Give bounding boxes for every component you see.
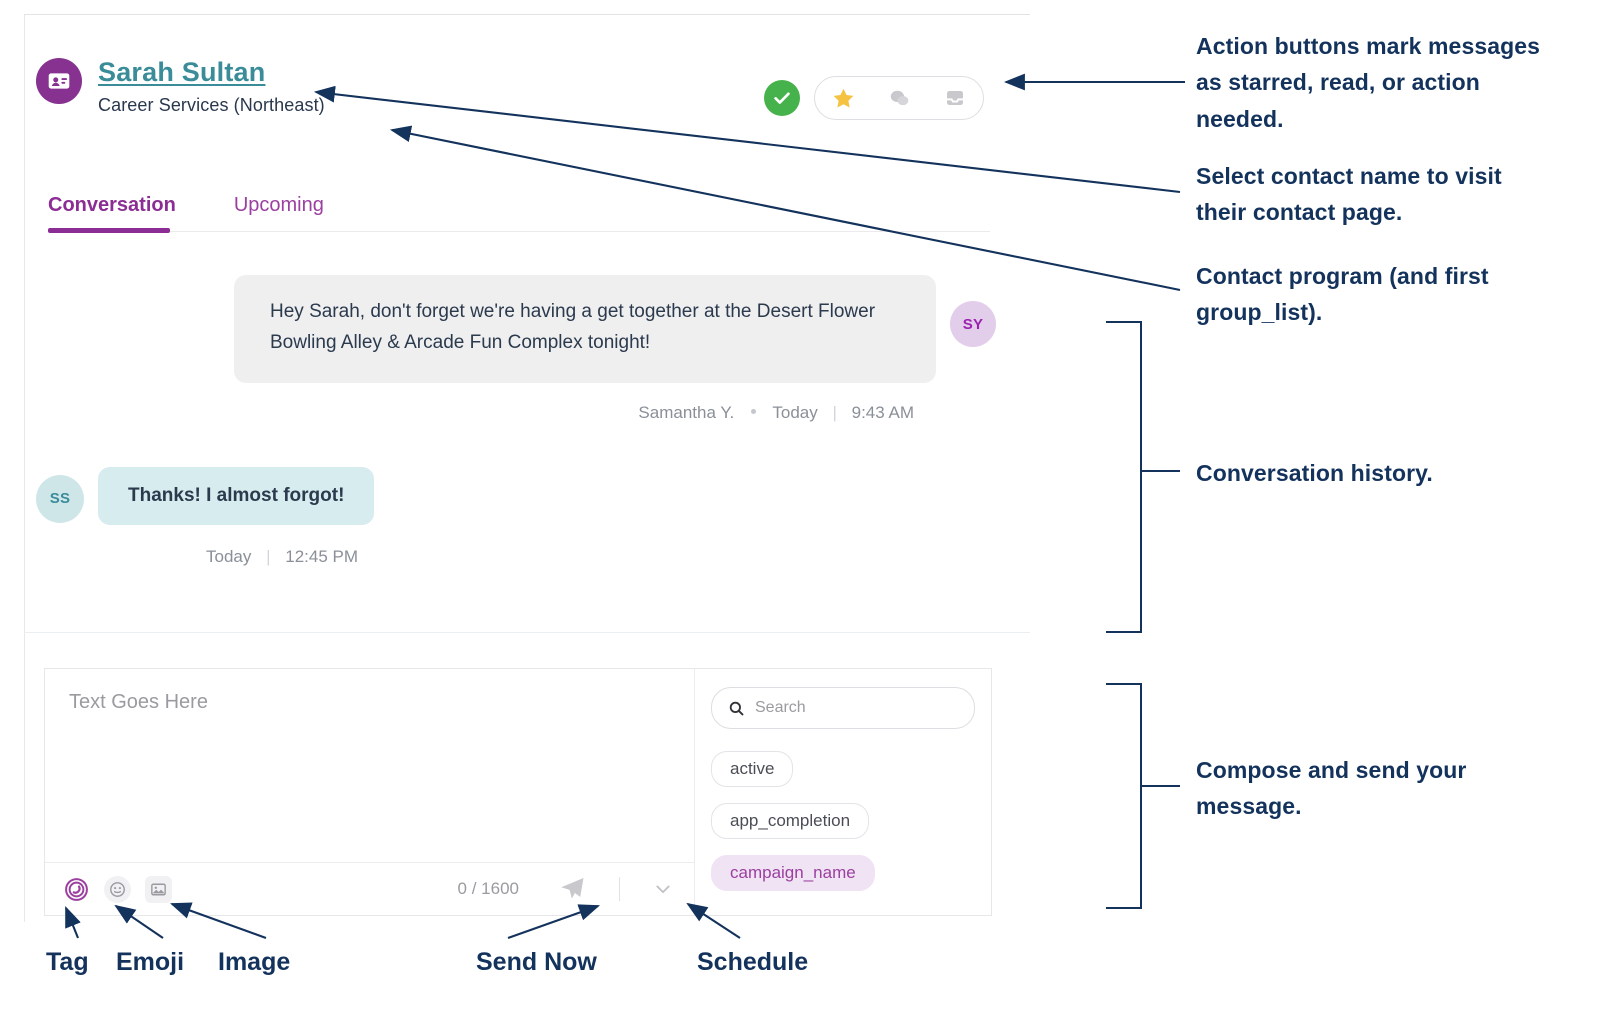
inbox-tray-icon[interactable] (935, 82, 975, 114)
message-action-buttons (764, 76, 984, 120)
green-check-circle-icon (764, 80, 800, 116)
annotation-conversation-history: Conversation history. (1196, 460, 1433, 486)
message-meta-incoming: Today | 12:45 PM (36, 547, 996, 567)
chat-bubbles-icon[interactable] (879, 82, 919, 114)
composer-toolbar: 0 / 1600 (45, 862, 694, 915)
active-tab-underline (48, 228, 170, 233)
tag-chip-app-completion[interactable]: app_completion (711, 803, 870, 839)
conversation-header: Sarah Sultan Career Services (Northeast) (36, 58, 325, 116)
message-time: 12:45 PM (285, 546, 359, 566)
avatar-sy: SY (950, 301, 996, 347)
meta-separator: | (832, 402, 837, 422)
search-icon (729, 701, 744, 715)
tag-chip-active[interactable]: active (711, 751, 794, 787)
search-input[interactable]: Search (711, 687, 975, 729)
caption-emoji: Emoji (116, 948, 185, 976)
message-time: 9:43 AM (851, 402, 914, 422)
star-icon[interactable] (823, 82, 863, 114)
conversation-history: Hey Sarah, don't forget we're having a g… (36, 275, 996, 567)
contact-name-link[interactable]: Sarah Sultan (98, 57, 266, 87)
composer-left: Text Goes Here (45, 669, 695, 915)
tag-chip-list: active app_completion campaign_name (711, 751, 975, 891)
emoji-face-icon[interactable] (104, 875, 131, 903)
image-icon[interactable] (145, 875, 172, 903)
tab-upcoming[interactable]: Upcoming (233, 194, 324, 216)
caption-tag: Tag (46, 948, 89, 976)
message-bubble-outgoing: Hey Sarah, don't forget we're having a g… (234, 275, 936, 383)
annotation-contact-program: Contact program (and first group_list). (1196, 263, 1489, 326)
tag-icon[interactable] (63, 876, 90, 903)
action-button-group (814, 76, 984, 120)
tabs-divider (48, 231, 990, 232)
contact-program-label: Career Services (Northeast) (98, 95, 325, 116)
toolbar-divider (619, 877, 620, 901)
message-bubble-incoming: Thanks! I almost forgot! (98, 466, 375, 525)
message-input[interactable]: Text Goes Here (69, 691, 208, 713)
message-composer: Text Goes Here (44, 668, 992, 916)
tag-panel: Search active app_completion campaign_na… (695, 669, 991, 915)
tag-chip-campaign-name[interactable]: campaign_name (711, 855, 875, 891)
avatar-ss: SS (36, 474, 84, 523)
chevron-down-icon[interactable] (650, 876, 676, 902)
search-placeholder: Search (755, 699, 806, 716)
annotation-action-buttons: Action buttons mark messages as starred,… (1196, 33, 1541, 132)
message-day: Today (772, 402, 818, 422)
id-card-icon (36, 58, 82, 104)
annotation-contact-name: Select contact name to visit their conta… (1196, 163, 1502, 226)
paper-plane-icon[interactable] (555, 872, 589, 906)
caption-schedule: Schedule (697, 948, 809, 976)
message-day: Today (206, 546, 252, 566)
message-incoming: SS Thanks! I almost forgot! (36, 466, 996, 525)
tab-conversation[interactable]: Conversation (48, 194, 176, 216)
caption-image: Image (218, 948, 291, 976)
character-counter: 0 / 1600 (457, 879, 519, 898)
annotation-compose-send: Compose and send your message. (1196, 757, 1467, 820)
message-meta-outgoing: Samantha Y. Today | 9:43 AM (36, 403, 996, 423)
conversation-tabs: Conversation Upcoming (48, 185, 990, 233)
caption-send-now: Send Now (476, 948, 597, 976)
message-outgoing: Hey Sarah, don't forget we're having a g… (36, 275, 996, 383)
meta-separator: | (266, 546, 271, 566)
meta-dot (750, 409, 756, 415)
message-sender: Samantha Y. (638, 402, 735, 422)
